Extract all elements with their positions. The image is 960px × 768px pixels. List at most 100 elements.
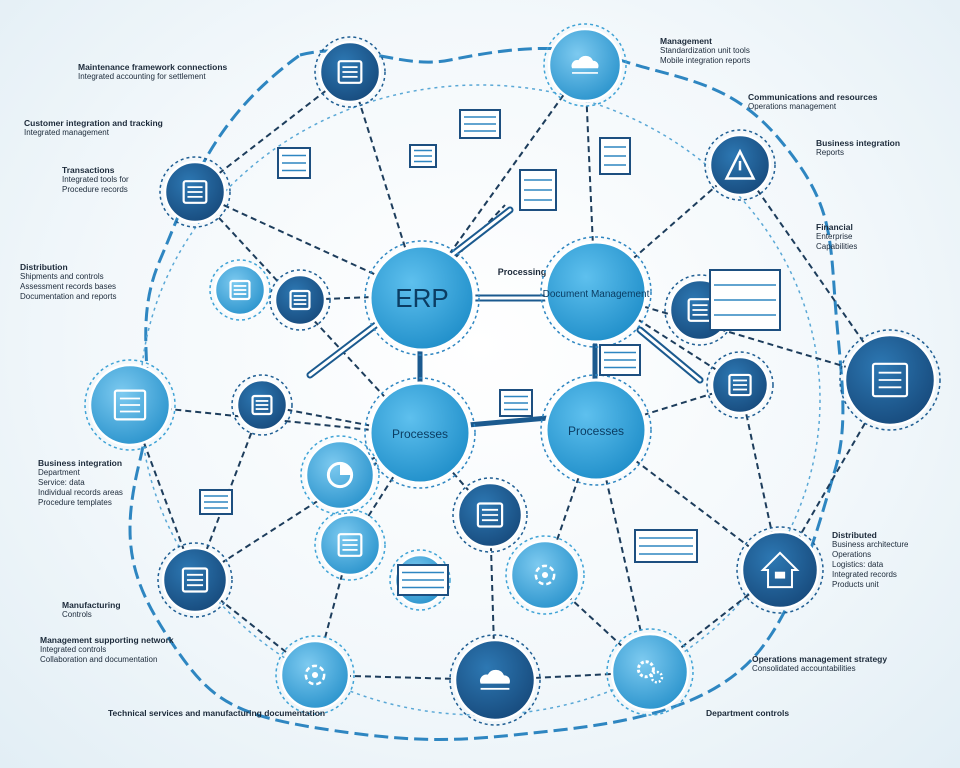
gears-icon — [636, 660, 664, 684]
document-glyph-icon — [199, 489, 233, 515]
annotation-line: Transactions — [62, 165, 115, 175]
network-node-8[interactable] — [449, 634, 541, 726]
annotation-label-8: Technical services and manufacturing doc… — [108, 708, 325, 718]
annotation-line: Business integration — [816, 138, 901, 148]
network-node-17[interactable] — [452, 477, 528, 553]
annotation-line: Integrated tools for — [62, 175, 129, 184]
annotation-line: Procedure templates — [38, 498, 112, 507]
annotation-line: Distribution — [20, 262, 68, 272]
annotation-line: Integrated management — [24, 128, 109, 137]
document-glyph-icon — [499, 389, 533, 417]
annotation-line: Individual records areas — [38, 488, 123, 497]
annotation-line: Integrated records — [832, 570, 897, 579]
building-analytics-icon — [113, 389, 147, 421]
hub-erp[interactable]: ERP — [364, 240, 480, 356]
network-node-3[interactable] — [704, 129, 776, 201]
warning-triangle-icon — [724, 148, 756, 180]
network-node-10[interactable] — [157, 542, 233, 618]
network-node-9[interactable] — [275, 635, 355, 715]
hub-processes-left[interactable]: Processes — [364, 377, 476, 489]
hub-processes-left-label: Processes — [392, 427, 448, 441]
archive-box-icon — [476, 502, 504, 528]
annotation-line: Customer integration and tracking — [24, 118, 163, 128]
network-node-4[interactable] — [159, 156, 231, 228]
inbox-screen-icon — [182, 180, 208, 204]
window-panel-icon — [289, 289, 311, 311]
annotation-line: Maintenance framework connections — [78, 62, 228, 72]
annotation-line: Business integration — [38, 458, 123, 468]
network-node-6[interactable] — [736, 526, 824, 614]
annotation-line: Consolidated accountabilities — [752, 664, 856, 673]
annotation-line: Operations management strategy — [752, 654, 888, 664]
annotation-line: Collaboration and documentation — [40, 655, 158, 664]
hub-erp-label: ERP — [395, 283, 448, 313]
checklist-icon — [337, 533, 363, 557]
house-upload-icon — [760, 551, 800, 589]
annotation-line: Management — [660, 36, 712, 46]
annotation-line: Department controls — [706, 708, 790, 718]
document-glyph-icon — [599, 137, 631, 175]
cloud-monitor-icon — [571, 55, 599, 74]
hub-processes-right-label: Processes — [568, 424, 624, 438]
connector-label: Processing — [498, 267, 547, 277]
annotation-line: Manufacturing — [62, 600, 121, 610]
annotation-line: Communications and resources — [748, 92, 878, 102]
hub-document-management[interactable]: Document Management — [540, 236, 652, 348]
document-glyph-icon — [519, 169, 557, 211]
annotation-line: Logistics: data — [832, 560, 884, 569]
network-node-14[interactable] — [231, 374, 293, 436]
hub-connectors — [306, 206, 704, 428]
network-node-12[interactable] — [839, 329, 941, 431]
network-node-20[interactable] — [505, 535, 585, 615]
annotation-line: Operations — [832, 550, 872, 559]
folder-stack-icon — [871, 362, 909, 398]
network-node-16[interactable] — [314, 509, 386, 581]
document-glyph-icon — [709, 269, 781, 331]
network-node-15[interactable] — [300, 435, 380, 515]
terminal-icon — [728, 373, 752, 397]
network-node-2[interactable] — [543, 23, 627, 107]
annotation-line: Service: data — [38, 478, 85, 487]
network-node-5[interactable] — [269, 269, 331, 331]
document-glyph-icon — [634, 529, 698, 563]
notepad-icon — [181, 567, 209, 593]
node-layer — [84, 23, 941, 726]
document-glyph-icon — [599, 344, 641, 376]
network-node-7[interactable] — [606, 628, 694, 716]
document-glyph-icon — [409, 144, 437, 168]
annotation-line: Standardization unit tools — [660, 46, 750, 55]
network-node-19[interactable] — [209, 259, 271, 321]
file-cabinet-icon — [229, 279, 251, 301]
hub-document-label: Document Management — [543, 289, 650, 300]
file-list-icon — [251, 394, 273, 416]
annotation-line: Integrated controls — [40, 645, 107, 654]
network-node-11[interactable] — [84, 359, 176, 451]
network-node-13[interactable] — [706, 351, 774, 419]
cloud-upload-icon — [480, 669, 510, 690]
document-screen-icon — [337, 60, 363, 84]
annotation-line: Documentation and reports — [20, 292, 117, 301]
sync-tools-icon — [534, 564, 556, 586]
annotation-line: Shipments and controls — [20, 272, 104, 281]
annotation-line: Operations management — [748, 102, 837, 111]
hub-processes-right[interactable]: Processes — [540, 374, 652, 486]
annotation-line: Mobile integration reports — [660, 56, 751, 65]
document-glyph-icon — [397, 564, 449, 596]
annotation-line: Procedure records — [62, 185, 128, 194]
annotation-line: Assessment records bases — [20, 282, 117, 291]
document-glyph-icon — [277, 147, 311, 179]
network-node-1[interactable] — [314, 36, 386, 108]
annotation-line: Reports — [816, 148, 845, 157]
